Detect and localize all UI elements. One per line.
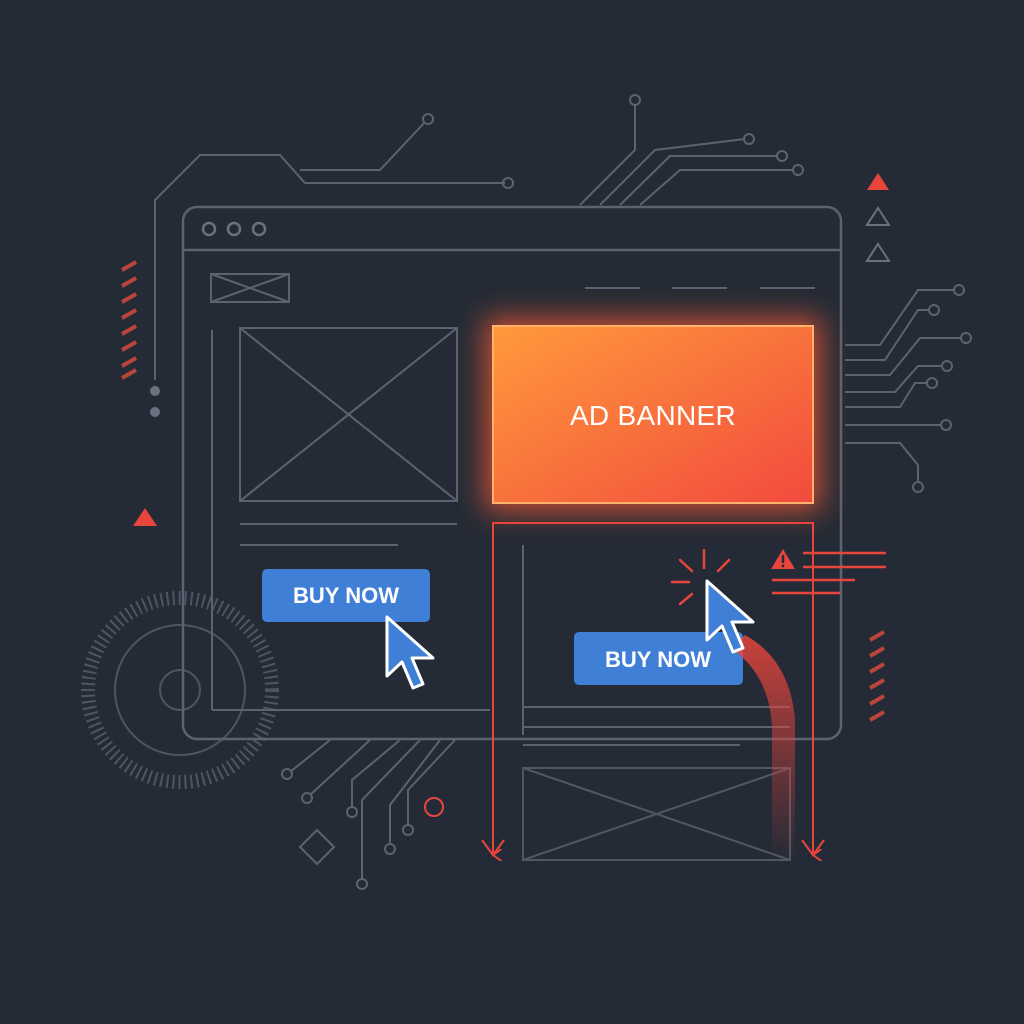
triangle-icon: [133, 508, 157, 526]
click-burst-icon: [670, 548, 731, 606]
layout-shift-outline: [493, 522, 813, 855]
down-arrow-icon: [481, 839, 825, 857]
buy-now-label: BUY NOW: [605, 647, 711, 672]
hatched-dial-decoration: [81, 591, 279, 789]
image-placeholder-icon: [522, 767, 791, 861]
text-line-placeholder: [240, 523, 457, 546]
red-ring-decoration: [424, 797, 444, 817]
triangle-icon: [867, 173, 889, 190]
red-stripes-right: [869, 630, 885, 722]
shifted-inner-lines: [522, 545, 790, 746]
circuit-lines-bottom: [281, 739, 456, 890]
dot-decoration: [150, 386, 160, 396]
buy-now-label: BUY NOW: [293, 583, 399, 608]
cursor-icon: [385, 615, 435, 690]
browser-window: [181, 205, 843, 741]
triangle-icon: [865, 242, 891, 262]
circuit-lines-right: [845, 284, 972, 493]
ad-banner-label: AD BANNER: [570, 400, 736, 431]
ad-banner[interactable]: AD BANNER: [492, 325, 814, 504]
red-stripes-left: [121, 260, 137, 380]
header-logo-placeholder: [210, 273, 290, 303]
buy-now-button-shifted[interactable]: BUY NOW: [574, 632, 743, 685]
warning-text-lines: [772, 551, 886, 595]
image-placeholder-icon: [239, 327, 458, 502]
dot-decoration: [150, 407, 160, 417]
circuit-lines-top: [154, 94, 804, 380]
cursor-icon: [705, 579, 755, 654]
warning-icon: [771, 549, 795, 569]
cursor-motion-trail: [730, 635, 795, 860]
buy-now-button-original[interactable]: BUY NOW: [262, 569, 430, 622]
triangle-icon: [865, 206, 891, 226]
window-dots-icon: [201, 221, 267, 237]
